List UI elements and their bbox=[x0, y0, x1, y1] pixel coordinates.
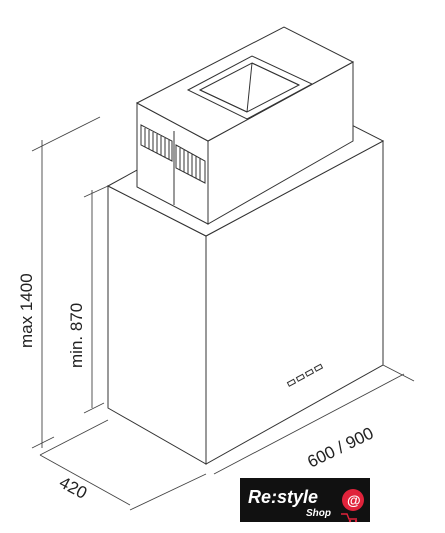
logo-brand: Re:style bbox=[248, 487, 318, 507]
control-buttons bbox=[286, 363, 324, 387]
logo-sub: Shop bbox=[306, 508, 331, 519]
air-outlet bbox=[186, 55, 314, 120]
vent-grille-right bbox=[175, 144, 206, 184]
cart-icon bbox=[341, 513, 358, 523]
min-height-label: min. 870 bbox=[67, 303, 86, 368]
svg-text:@: @ bbox=[347, 492, 361, 508]
dimension-lines bbox=[31, 116, 415, 511]
max-height-label: max 1400 bbox=[17, 273, 36, 348]
width-label: 600 / 900 bbox=[304, 423, 376, 471]
vent-grille-left bbox=[140, 124, 173, 162]
restyle-shop-logo: Re:style Shop @ bbox=[240, 478, 370, 523]
motor-box bbox=[135, 26, 355, 225]
depth-label: 420 bbox=[56, 473, 90, 503]
at-sign-icon bbox=[342, 489, 364, 511]
